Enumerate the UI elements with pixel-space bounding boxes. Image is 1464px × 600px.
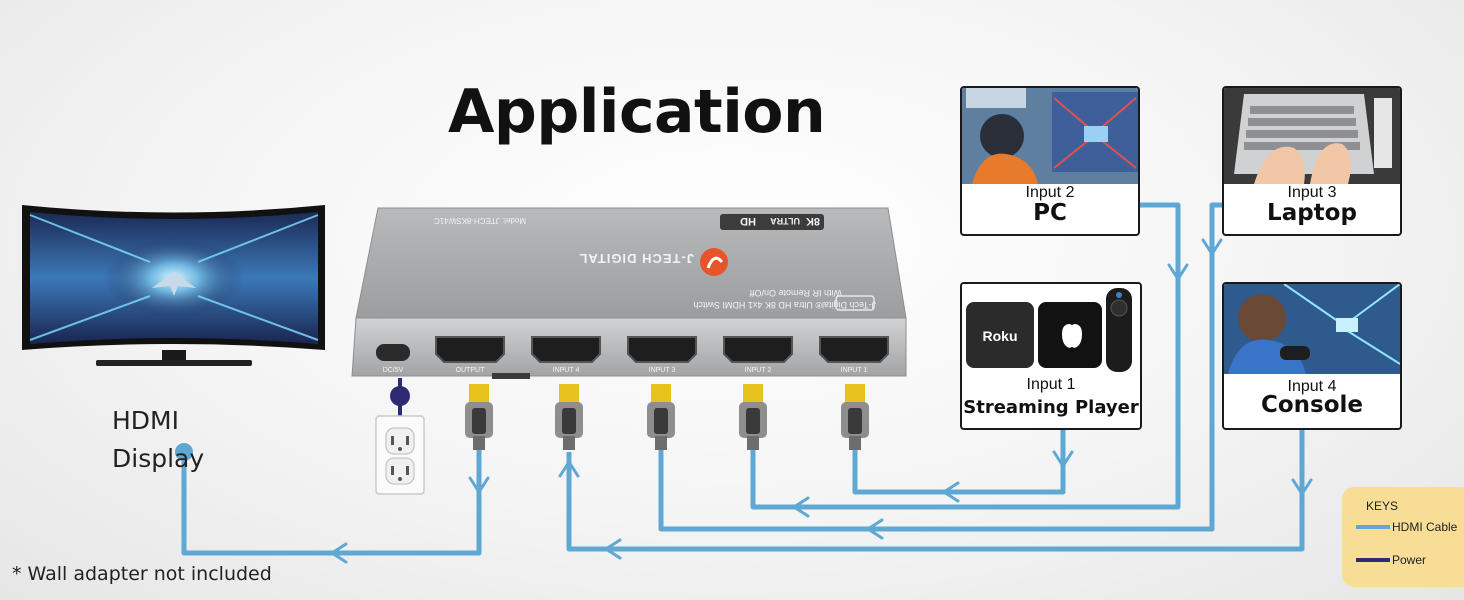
page-title: Application bbox=[448, 77, 826, 147]
badge-ultra: ULTRA bbox=[770, 216, 800, 226]
jet-icon bbox=[152, 272, 196, 296]
gamepad-icon bbox=[1280, 346, 1310, 360]
power-swatch bbox=[1356, 558, 1390, 562]
brand-logo-icon bbox=[700, 248, 728, 276]
device-input-label: Input 3 bbox=[1287, 184, 1337, 201]
hdmi-cable-swatch bbox=[1356, 525, 1390, 529]
switch-brand: J-TECH DIGITAL bbox=[578, 251, 694, 266]
streaming-devices-image: Roku bbox=[962, 284, 1140, 374]
port-label-input2: INPUT 2 bbox=[745, 367, 772, 374]
device-card-pc: Input 2 PC bbox=[960, 86, 1140, 236]
key-power-label: Power bbox=[1392, 553, 1427, 567]
switch-product: J-Tech Digital® Ultra HD 8K 4x1 HDMI Swi… bbox=[693, 300, 876, 310]
port-label-input4: INPUT 4 bbox=[553, 367, 580, 374]
device-input-label: Input 4 bbox=[1287, 378, 1337, 395]
keys-legend: KEYS HDMI Cable Power bbox=[1342, 487, 1464, 587]
port-label-input1: INPUT 1 bbox=[841, 367, 868, 374]
dc-port bbox=[376, 344, 410, 361]
flow-arrows bbox=[329, 238, 1313, 564]
switch-feature: With IR Remote On/Off bbox=[749, 288, 842, 298]
port-label-input3: INPUT 3 bbox=[649, 367, 676, 374]
device-card-streaming: Roku Input 1 Streaming Player bbox=[960, 282, 1142, 430]
badge-hd: HD bbox=[740, 215, 756, 227]
switch-model: Model: JTECH-8KSW41C bbox=[434, 216, 526, 225]
device-name-label: PC bbox=[1033, 200, 1067, 226]
8k-badge bbox=[720, 214, 824, 230]
power-connection bbox=[375, 378, 425, 495]
device-input-label: Input 2 bbox=[1025, 184, 1075, 201]
console-gamer-image bbox=[1224, 284, 1400, 374]
monitor-stand-icon bbox=[96, 360, 252, 366]
device-name-label: Console bbox=[1260, 392, 1364, 418]
device-card-console: Input 4 Console bbox=[1222, 282, 1402, 430]
hdmi-connectors bbox=[465, 384, 869, 450]
display-cable-end bbox=[175, 443, 193, 461]
pc-gamer-image bbox=[962, 88, 1138, 184]
display-label: HDMI Display bbox=[112, 406, 205, 473]
device-input-label: Input 1 bbox=[1026, 376, 1076, 393]
key-hdmi-label: HDMI Cable bbox=[1392, 520, 1458, 534]
hdmi-switch-box: J-TECH DIGITAL Model: JTECH-8KSW41C J-Te… bbox=[351, 207, 907, 379]
port-label-dc: DC/5V bbox=[383, 367, 404, 374]
hdmi-display-monitor bbox=[22, 205, 325, 366]
device-name-label: Laptop bbox=[1267, 200, 1357, 226]
device-card-laptop: Input 3 Laptop bbox=[1222, 86, 1402, 236]
keys-title: KEYS bbox=[1366, 499, 1399, 513]
apple-logo-icon bbox=[1062, 324, 1082, 348]
device-name-label: Streaming Player bbox=[963, 397, 1139, 418]
port-label-output: OUTPUT bbox=[456, 367, 486, 374]
roku-brand-text: Roku bbox=[983, 328, 1018, 344]
footnote: * Wall adapter not included bbox=[12, 563, 272, 585]
laptop-typing-image bbox=[1224, 88, 1400, 184]
hdmi-ports bbox=[435, 336, 889, 363]
badge-8k: 8K bbox=[806, 215, 820, 227]
